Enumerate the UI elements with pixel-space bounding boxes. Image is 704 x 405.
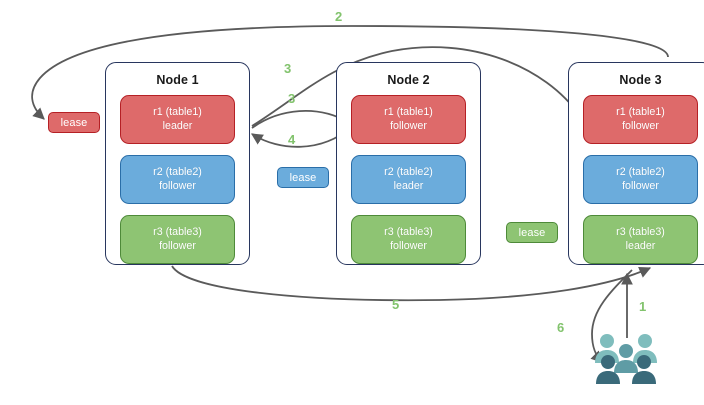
node-3-replica-r3-name: r3 (table3) (616, 226, 665, 238)
users-group-icon (595, 334, 657, 384)
node-2-replica-r2-name: r2 (table2) (384, 166, 433, 178)
node-2-replica-r1-name: r1 (table1) (384, 106, 433, 118)
users-front-row (596, 355, 656, 384)
node-1-replica-r2[interactable]: r2 (table2) follower (120, 155, 235, 204)
lease-table1-badge[interactable]: lease (48, 112, 100, 133)
node-3-replica-r2[interactable]: r2 (table2) follower (583, 155, 698, 204)
node-1-replica-r3[interactable]: r3 (table3) follower (120, 215, 235, 264)
node-3-container: Node 3 r1 (table1) follower r2 (table2) … (568, 62, 704, 265)
lease-table2-badge[interactable]: lease (277, 167, 329, 188)
edge-5-node1-to-node3 (171, 265, 652, 302)
node-1-replica-r2-role: follower (159, 179, 196, 192)
node-1-title: Node 1 (156, 73, 199, 87)
node-3-replica-r1[interactable]: r1 (table1) follower (583, 95, 698, 144)
node-3-replica-r1-name: r1 (table1) (616, 106, 665, 118)
step-4-label: 4 (288, 132, 296, 147)
step-1-label: 1 (639, 299, 647, 314)
node-2-replica-r3-role: follower (390, 239, 427, 252)
node-1-replica-r1-name: r1 (table1) (153, 106, 202, 118)
step-3b-label: 3 (288, 91, 296, 106)
step-2-label: 2 (335, 9, 343, 24)
node-1-replica-r3-name: r3 (table3) (153, 226, 202, 238)
node-3-replica-r2-name: r2 (table2) (616, 166, 665, 178)
node-2-title: Node 2 (387, 73, 430, 87)
step-3a-label: 3 (284, 61, 292, 76)
node-2-replica-r1[interactable]: r1 (table1) follower (351, 95, 466, 144)
step-6-label: 6 (557, 320, 565, 335)
node-3-replica-r1-role: follower (622, 119, 659, 132)
node-3-replica-r3[interactable]: r3 (table3) leader (583, 215, 698, 264)
step-5-label: 5 (392, 297, 400, 312)
node-1-replica-r1-role: leader (162, 119, 193, 132)
node-3-replica-r2-role: follower (622, 179, 659, 192)
node-2-container: Node 2 r1 (table1) follower r2 (table2) … (336, 62, 481, 265)
node-2-replica-r3[interactable]: r3 (table3) follower (351, 215, 466, 264)
node-1-replica-r1[interactable]: r1 (table1) leader (120, 95, 235, 144)
edge-3-node1-to-node2 (251, 110, 350, 129)
node-1-replica-r3-role: follower (159, 239, 196, 252)
lease-table3-badge[interactable]: lease (506, 222, 558, 243)
node-1-replica-r2-name: r2 (table2) (153, 166, 202, 178)
node-2-replica-r2[interactable]: r2 (table2) leader (351, 155, 466, 204)
node-3-replica-r3-role: leader (625, 239, 656, 252)
node-2-replica-r2-role: leader (393, 179, 424, 192)
node-2-replica-r1-role: follower (390, 119, 427, 132)
node-2-replica-r3-name: r3 (table3) (384, 226, 433, 238)
users-middle-person (614, 344, 638, 373)
node-1-container: Node 1 r1 (table1) leader r2 (table2) fo… (105, 62, 250, 265)
node-3-title: Node 3 (619, 73, 662, 87)
